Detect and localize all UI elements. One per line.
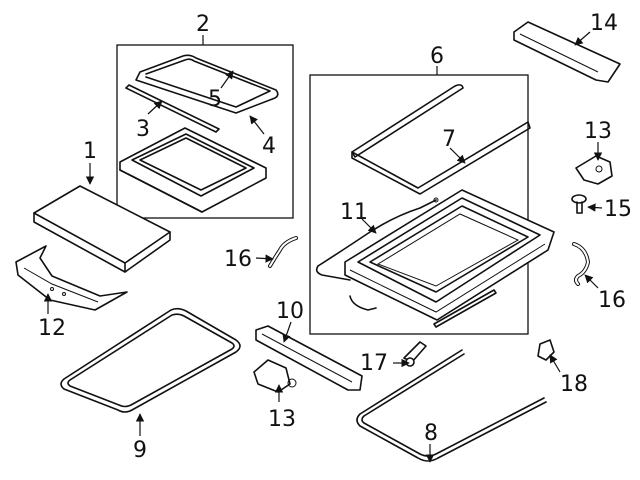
callout-9: 9 <box>133 438 147 463</box>
callout-7: 7 <box>442 127 456 152</box>
part-6-rail <box>433 289 497 328</box>
callout-10: 10 <box>276 299 304 324</box>
part-12-deflector <box>15 245 128 311</box>
group-box-6 <box>309 74 529 335</box>
callout-18: 18 <box>560 372 588 397</box>
group-box-2 <box>116 44 294 219</box>
part-13-bracket-bottom <box>253 359 297 393</box>
part-13-bracket-right <box>575 155 613 185</box>
part-3-strip <box>125 84 220 133</box>
leader-15 <box>587 203 603 212</box>
callout-16-left: 16 <box>224 247 252 272</box>
part-1-glass-panel <box>33 185 171 273</box>
callout-5: 5 <box>208 87 222 112</box>
part-5-seal-top <box>135 54 279 114</box>
leader-18 <box>549 354 561 373</box>
callout-3: 3 <box>136 117 150 142</box>
part-7-glass-seal <box>351 84 531 195</box>
part-16-hose-left <box>268 236 298 268</box>
callout-13-right: 13 <box>584 119 612 144</box>
part-2-frame <box>119 127 267 213</box>
part-15-bolt <box>571 194 587 214</box>
callout-17: 17 <box>360 351 388 376</box>
callout-6: 6 <box>430 44 444 69</box>
leader-3 <box>147 100 163 115</box>
part-11-harness <box>315 197 439 311</box>
leader-16a <box>255 254 274 263</box>
callout-1: 1 <box>83 139 97 164</box>
part-14-trim <box>513 21 621 83</box>
callout-15: 15 <box>604 197 632 222</box>
callout-11: 11 <box>340 200 368 225</box>
callout-12: 12 <box>38 316 66 341</box>
leader-11 <box>361 218 377 234</box>
callout-16-right: 16 <box>598 288 626 313</box>
part-16-hose-right <box>572 242 590 286</box>
callout-13-bottom: 13 <box>268 407 296 432</box>
leader-10 <box>282 321 292 343</box>
part-10-cross-member <box>255 325 363 391</box>
leader-5 <box>220 70 234 89</box>
leader-4 <box>249 115 265 135</box>
part-9-seal <box>60 307 241 413</box>
part-6-sunroof-frame <box>344 189 555 321</box>
leader-14 <box>574 31 591 46</box>
callout-14: 14 <box>590 11 618 36</box>
callout-2: 2 <box>196 12 210 37</box>
callout-8: 8 <box>424 421 438 446</box>
leader-16b <box>584 274 599 289</box>
leader-7 <box>449 147 466 164</box>
callout-4: 4 <box>262 134 276 159</box>
